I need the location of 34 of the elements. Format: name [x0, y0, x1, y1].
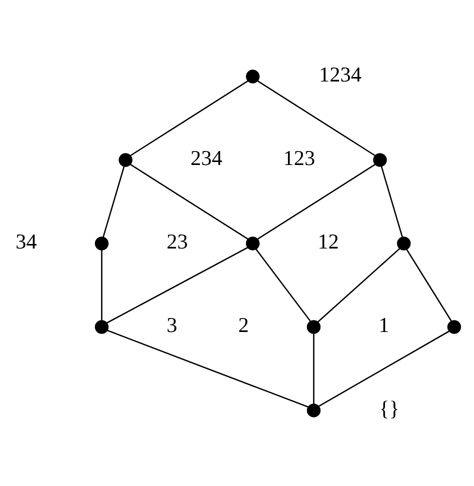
node-circle — [373, 152, 387, 166]
node-circle — [306, 403, 321, 417]
connector — [406, 248, 452, 322]
node-circle — [447, 320, 462, 334]
node-label: {} — [379, 396, 400, 420]
connector — [317, 248, 400, 322]
node-label: 3 — [166, 312, 178, 337]
connector — [106, 329, 309, 408]
node-circle — [246, 236, 260, 250]
node-label: 12 — [318, 229, 339, 254]
connector — [102, 165, 125, 237]
connector — [106, 246, 248, 323]
node-label: 1 — [378, 312, 390, 337]
connector — [257, 80, 376, 156]
connector — [257, 163, 376, 240]
connector — [313, 333, 314, 404]
node-circle — [396, 236, 411, 250]
connector — [380, 165, 403, 237]
node-label: 23 — [166, 229, 188, 254]
connector — [130, 80, 248, 156]
node-label: 123 — [283, 146, 316, 170]
node-circle — [94, 320, 109, 334]
node-circle — [246, 69, 260, 83]
node-label: 2 — [238, 312, 249, 337]
connector — [318, 330, 450, 406]
node-label: 234 — [190, 146, 222, 170]
node-label: 34 — [16, 229, 37, 254]
node-circle — [306, 320, 321, 334]
connector — [101, 250, 102, 320]
connector — [130, 163, 248, 240]
node-label: 1234 — [319, 62, 362, 86]
node-circle — [118, 152, 132, 166]
node-circle — [94, 236, 109, 250]
connector — [256, 248, 311, 322]
